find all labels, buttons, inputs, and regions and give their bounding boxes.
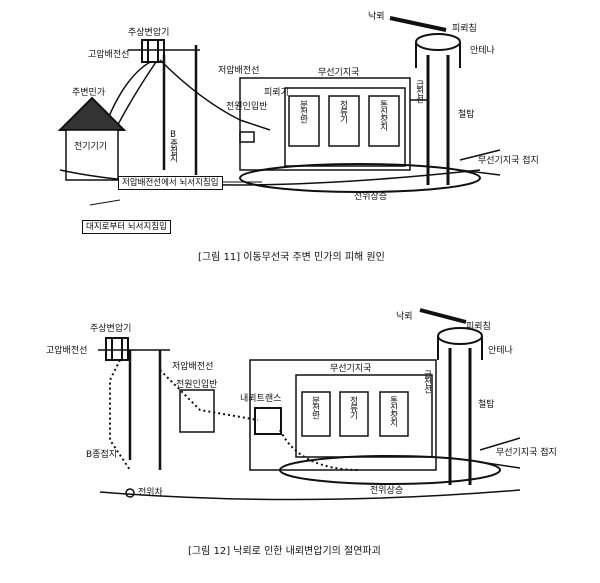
- isolation-transformer-label: 내뢰트랜스: [240, 394, 282, 404]
- feeder-label-12: 급전선: [422, 370, 432, 393]
- hv-line-label-12: 고압배전선: [46, 346, 88, 356]
- house-label-11: 주변민가: [72, 88, 106, 98]
- rod-label-12: 피뢰침: [466, 322, 491, 332]
- lv-line-label-11: 저압배전선: [218, 66, 260, 76]
- lv-line-label-12: 저압배전선: [172, 362, 214, 372]
- intrusion-lv-label: 저압배전선에서 뇌서지침입: [118, 176, 223, 190]
- lightning-label-11: 낙뢰: [368, 12, 385, 22]
- antenna-label-12: 안테나: [488, 346, 513, 356]
- potential-diff-label: 전위차: [138, 488, 163, 498]
- arrester-label-11: 피뢰기: [264, 88, 289, 98]
- intrusion-ground-label: 대지로부터 뇌서지침입: [82, 220, 171, 234]
- hv-line-label-11: 고압배전선: [88, 50, 130, 60]
- figure-11-caption: [그림 11] 이동무선국 주변 민가의 피해 원인: [198, 252, 385, 263]
- pole-transformer-11: [141, 39, 165, 63]
- service-panel-label-11: 전원인입반: [226, 102, 268, 112]
- station-label-11: 무선기지국: [318, 68, 360, 78]
- figure-12-caption: [그림 12] 낙뢰로 인한 내뢰변압기의 절연파괴: [188, 546, 381, 557]
- pole-transformer-label-12: 주상변압기: [90, 324, 132, 334]
- dist-panel-label-12: 분전반: [310, 396, 320, 419]
- feeder-label-11: 급전선: [414, 80, 424, 103]
- tower-label-12: 철탑: [478, 400, 495, 410]
- pole-transformer-label-11: 주상변압기: [128, 28, 170, 38]
- rectifier-label-11: 정류기: [338, 100, 348, 123]
- station-ground-label-12: 무선기지국 접지: [496, 448, 557, 458]
- ground-rise-label-11: 전위상승: [354, 192, 388, 202]
- lightning-label-12: 낙뢰: [396, 312, 413, 322]
- rectifier-label-12: 정류기: [348, 396, 358, 419]
- ground-b-label-12: B종접지: [86, 450, 118, 460]
- rod-label-11: 피뢰침: [452, 24, 477, 34]
- ground-rise-label-12: 전위상승: [370, 486, 404, 496]
- comm-label-11: 통신장치: [378, 100, 388, 130]
- ground-b-label-11: B종접지: [168, 130, 178, 162]
- dist-panel-label-11: 분전반: [298, 100, 308, 123]
- appliance-label-11: 전기기기: [74, 142, 108, 152]
- antenna-label-11: 안테나: [470, 46, 495, 56]
- comm-label-12: 통신장치: [388, 396, 398, 426]
- station-label-12: 무선기지국: [330, 364, 372, 374]
- service-panel-label-12: 전원인입반: [176, 380, 218, 390]
- tower-label-11: 철탑: [458, 110, 475, 120]
- station-ground-label-11: 무선기지국 접지: [478, 156, 539, 166]
